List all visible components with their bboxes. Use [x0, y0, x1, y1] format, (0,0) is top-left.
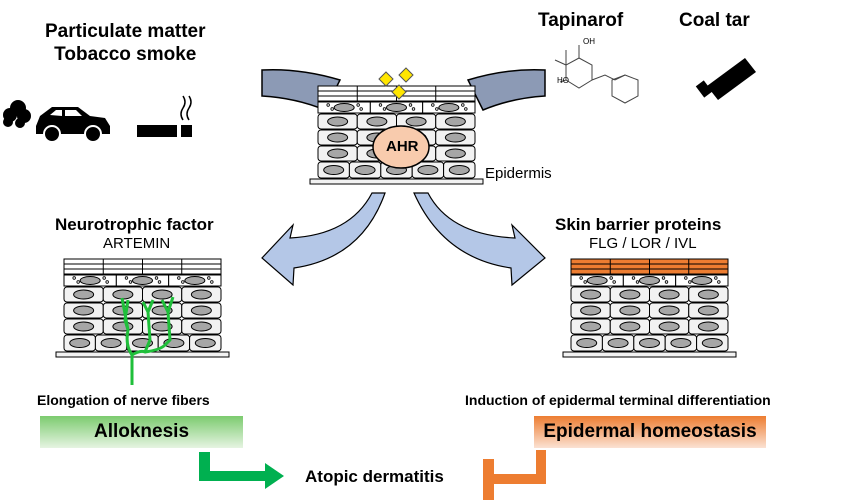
nucleus	[405, 116, 427, 127]
inhibit-bar	[483, 450, 546, 500]
nucleus	[580, 289, 602, 300]
nucleus	[576, 338, 598, 348]
epidermis-left	[55, 258, 230, 358]
nucleus	[112, 321, 134, 332]
nucleus	[658, 305, 680, 316]
nucleus	[701, 338, 723, 348]
nucleus	[639, 276, 660, 285]
tapinarof-title: Tapinarof	[538, 10, 624, 31]
nucleus	[386, 103, 407, 112]
differentiation-label: Induction of epidermal terminal differen…	[465, 392, 771, 408]
basement-membrane	[562, 351, 737, 358]
coal-tar-title: Coal tar	[679, 10, 750, 31]
pollutants-title-line1: Particulate matter	[45, 21, 206, 42]
nucleus	[444, 116, 466, 127]
nucleus	[327, 148, 349, 159]
epidermal-homeostasis-box: Epidermal homeostasis	[534, 416, 766, 448]
chem-ho-label: HO	[557, 76, 569, 85]
nucleus	[639, 338, 660, 348]
nucleus	[73, 305, 95, 316]
flg-lor-ivl-label: FLG / LOR / IVL	[589, 235, 697, 252]
nucleus	[190, 305, 212, 316]
nucleus	[586, 276, 608, 285]
ahr-label: AHR	[386, 138, 419, 155]
nucleus	[580, 321, 602, 332]
nucleus	[619, 321, 641, 332]
ahr-receptor	[372, 125, 430, 169]
nucleus	[448, 165, 470, 175]
nucleus	[580, 305, 602, 316]
cigarette-icon	[137, 95, 192, 137]
nucleus	[444, 148, 466, 159]
nucleus	[691, 276, 713, 285]
nucleus	[132, 276, 153, 285]
nucleus	[366, 116, 388, 127]
nucleus	[697, 305, 719, 316]
nucleus	[333, 103, 355, 112]
nucleus	[190, 289, 212, 300]
car-exhaust-icon	[3, 100, 110, 143]
nucleus	[190, 321, 212, 332]
nucleus	[184, 276, 206, 285]
nucleus	[194, 338, 216, 348]
nucleus	[73, 321, 95, 332]
promote-arrow	[199, 452, 284, 489]
nucleus	[354, 165, 376, 175]
epidermis-label: Epidermis	[485, 165, 552, 182]
atopic-dermatitis-label: Atopic dermatitis	[305, 467, 444, 486]
nucleus	[670, 338, 692, 348]
branch-arrow-left	[261, 192, 386, 287]
nucleus	[112, 289, 134, 300]
branch-arrow-right	[413, 192, 546, 287]
neurotrophic-heading: Neurotrophic factor	[55, 215, 214, 234]
nucleus	[607, 338, 629, 348]
epidermis-right	[562, 258, 737, 358]
nucleus	[697, 289, 719, 300]
tapinarof-structure-icon	[554, 45, 639, 104]
nucleus	[444, 132, 466, 143]
nucleus	[327, 116, 349, 127]
barrier-proteins-heading: Skin barrier proteins	[555, 215, 722, 234]
basement-membrane	[309, 178, 484, 185]
coal-tar-tube-icon	[695, 58, 756, 100]
input-arrow-right	[466, 68, 546, 111]
nerve-elongation-label: Elongation of nerve fibers	[37, 392, 210, 408]
pollutants-title: Particulate matter Tobacco smoke	[45, 20, 206, 66]
nucleus	[619, 305, 641, 316]
nucleus	[73, 289, 95, 300]
nucleus	[69, 338, 91, 348]
nucleus	[438, 103, 460, 112]
pollutants-title-line2: Tobacco smoke	[54, 44, 197, 65]
chem-oh-label: OH	[583, 37, 595, 46]
nucleus	[151, 321, 173, 332]
nucleus	[79, 276, 101, 285]
ligand-icons	[378, 67, 414, 100]
nucleus	[619, 289, 641, 300]
nucleus	[417, 165, 439, 175]
artemin-label: ARTEMIN	[103, 235, 171, 252]
nucleus	[100, 338, 122, 348]
nerve-fibers	[120, 296, 175, 385]
nucleus	[323, 165, 345, 175]
nucleus	[327, 132, 349, 143]
alloknesis-box: Alloknesis	[40, 416, 243, 448]
nucleus	[697, 321, 719, 332]
nucleus	[658, 289, 680, 300]
nucleus	[151, 289, 173, 300]
nucleus	[658, 321, 680, 332]
